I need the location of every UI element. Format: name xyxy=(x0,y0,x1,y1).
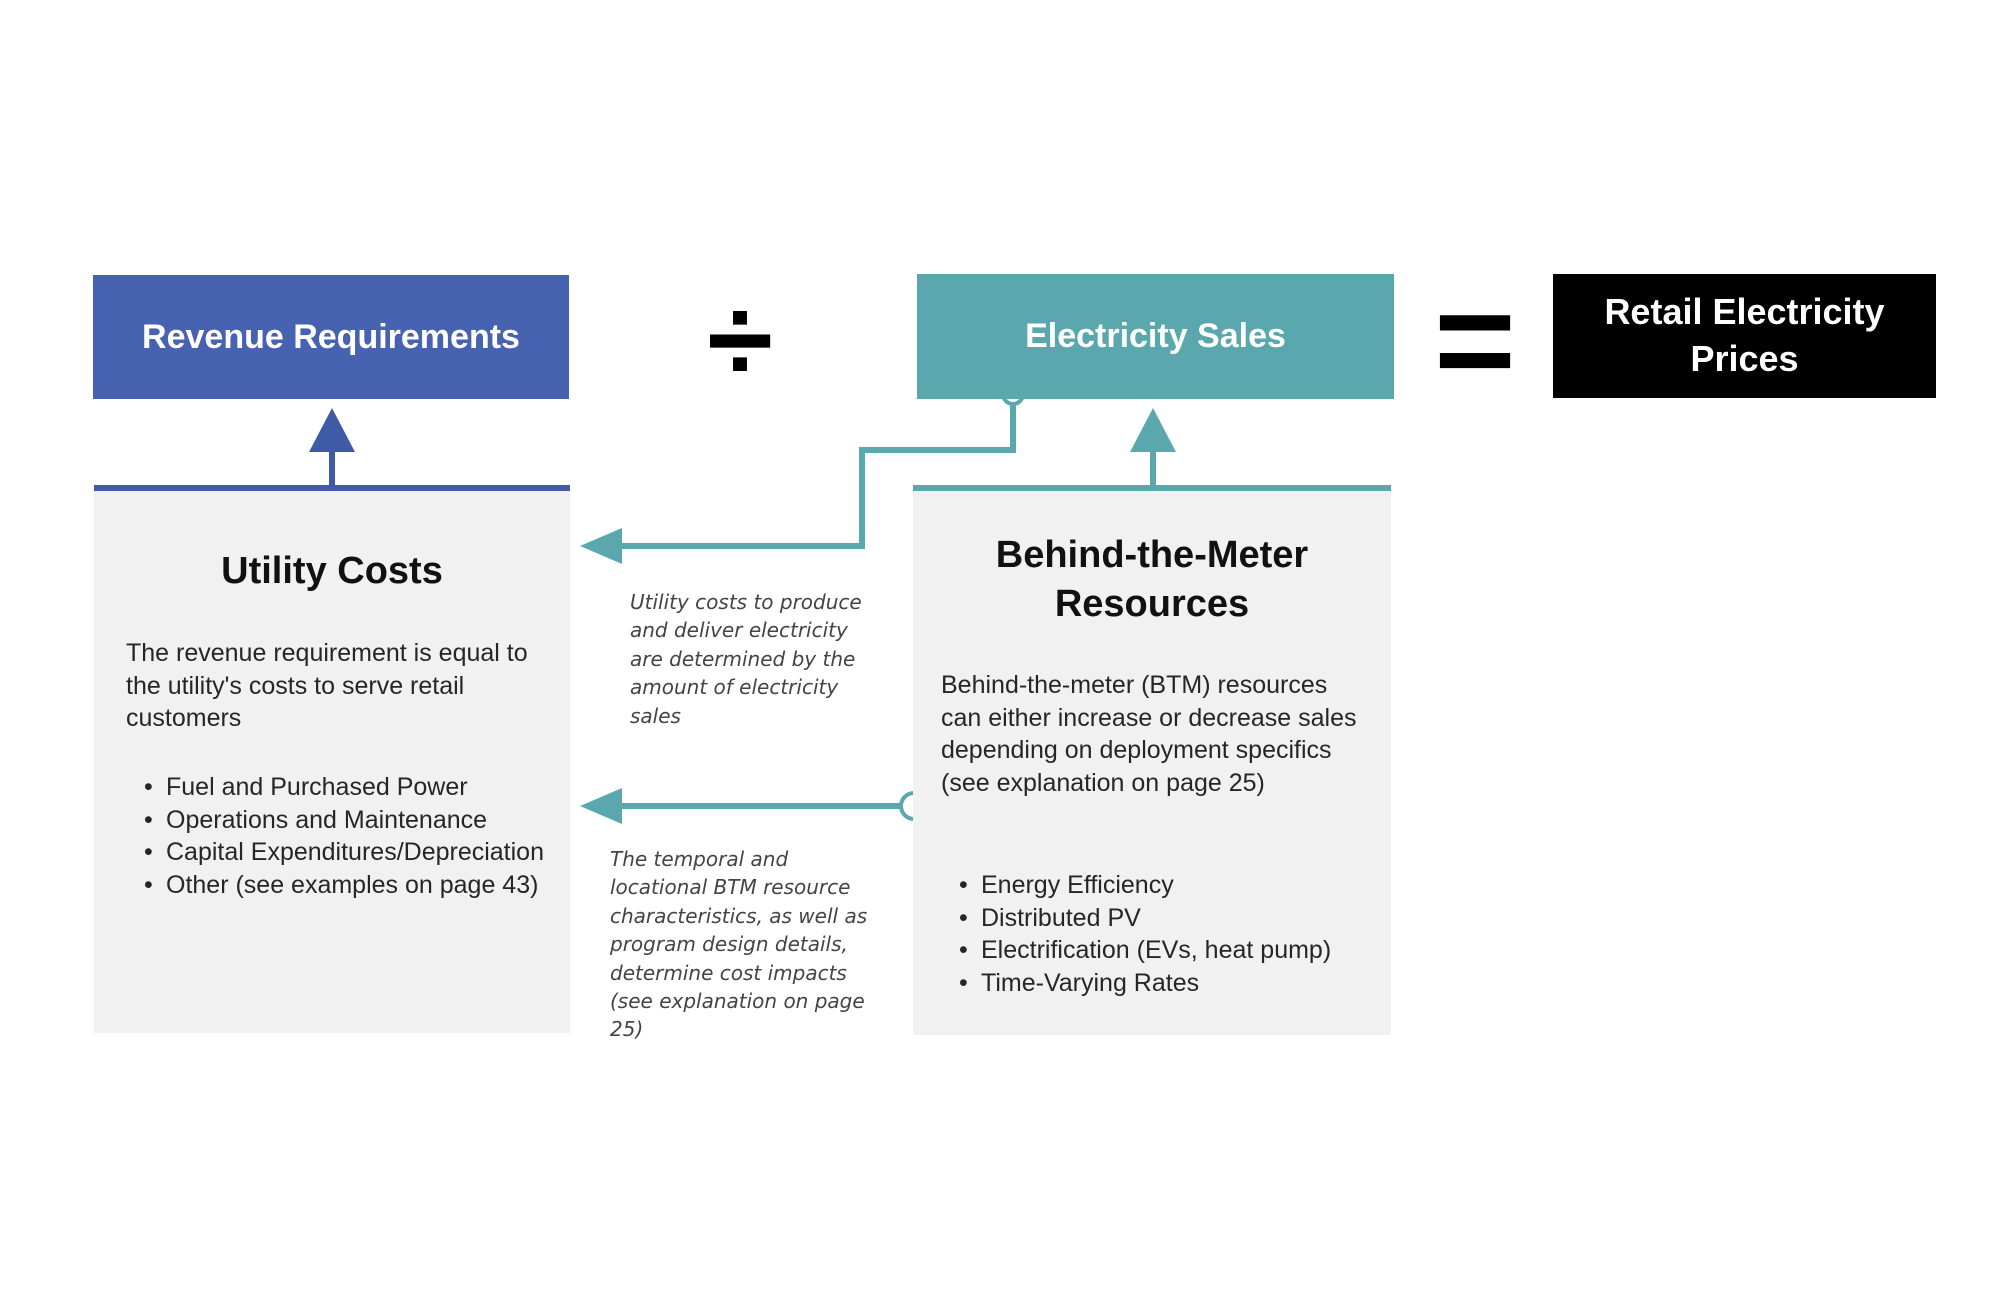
annotation-btm-to-costs: The temporal and locational BTM resource… xyxy=(610,847,868,1042)
electricity-sales-label: Electricity Sales xyxy=(1025,317,1286,356)
retail-electricity-prices-box: Retail Electricity Prices xyxy=(1553,274,1936,398)
arrow-btm-to-sales xyxy=(1130,408,1176,486)
revenue-requirements-box: Revenue Requirements xyxy=(93,275,569,399)
list-item: Time-Varying Rates xyxy=(959,967,1385,1000)
retail-electricity-prices-label: Retail Electricity Prices xyxy=(1604,291,1885,379)
electricity-sales-box: Electricity Sales xyxy=(917,274,1394,399)
list-item: Electrification (EVs, heat pump) xyxy=(959,934,1385,967)
list-item: Distributed PV xyxy=(959,902,1385,935)
divide-symbol: ÷ xyxy=(707,273,773,407)
utility-costs-description: The revenue requirement is equal to the … xyxy=(126,639,528,732)
list-item: Operations and Maintenance xyxy=(144,804,550,837)
btm-resources-list: Energy Efficiency Distributed PV Electri… xyxy=(959,869,1385,999)
utility-costs-panel: Utility Costs The revenue requirement is… xyxy=(94,485,570,1033)
list-item: Capital Expenditures/Depreciation xyxy=(144,836,550,869)
revenue-requirements-label: Revenue Requirements xyxy=(142,317,520,356)
btm-resources-panel: Behind-the-Meter Resources Behind-the-me… xyxy=(913,485,1391,1035)
btm-resources-title: Behind-the-Meter Resources xyxy=(995,534,1309,626)
equals-symbol: = xyxy=(1434,261,1516,418)
list-item: Other (see examples on page 43) xyxy=(144,869,550,902)
btm-resources-description: Behind-the-meter (BTM) resources can eit… xyxy=(941,671,1357,797)
utility-costs-list: Fuel and Purchased Power Operations and … xyxy=(144,771,550,901)
utility-costs-title: Utility Costs xyxy=(221,550,443,592)
list-item: Fuel and Purchased Power xyxy=(144,771,550,804)
list-item: Energy Efficiency xyxy=(959,869,1385,902)
arrow-btm-to-costs xyxy=(580,788,929,824)
annotation-sales-to-costs: Utility costs to produce and deliver ele… xyxy=(630,590,862,728)
arrow-costs-to-revenue xyxy=(309,408,355,486)
